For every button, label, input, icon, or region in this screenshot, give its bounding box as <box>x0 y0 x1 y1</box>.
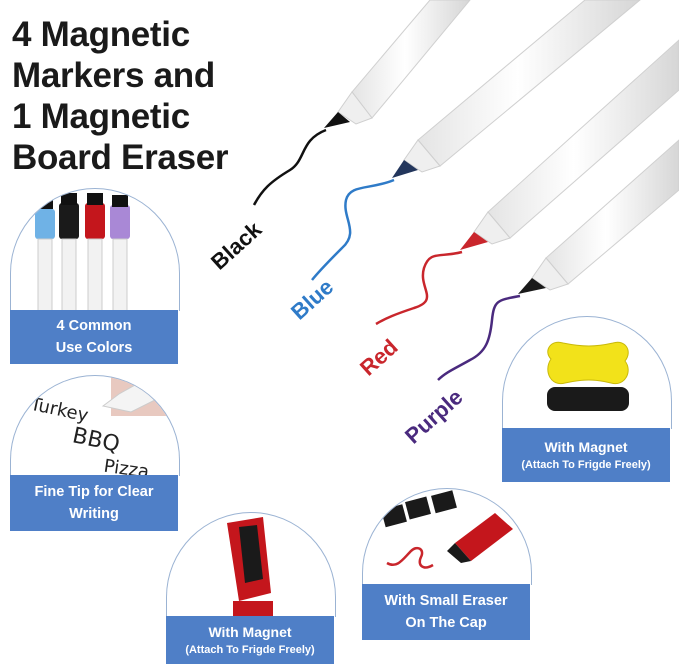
colors-caption-line-2: Use Colors <box>55 340 133 356</box>
cap-eraser-caption-line-2: On The Cap <box>405 615 487 631</box>
headline-line-1: 4 Magnetic <box>12 15 190 54</box>
magnet-marker-caption: With Magnet (Attach To Frigde Freely) <box>166 616 334 664</box>
magnetic-eraser-icon <box>547 341 629 411</box>
headline-line-4: Board Eraser <box>12 138 229 177</box>
fine-tip-caption-line-2: Writing <box>69 506 119 522</box>
eraser-caption-line-2: (Attach To Frigde Freely) <box>521 459 651 471</box>
colors-caption: 4 Common Use Colors <box>10 310 178 364</box>
eraser-caption-line-1: With Magnet <box>544 439 628 455</box>
marker-cap-magnet-icon <box>227 517 273 617</box>
blue-marker-pen <box>392 0 641 178</box>
fine-tip-caption: Fine Tip for Clear Writing <box>10 475 178 531</box>
fine-tip-caption-line-1: Fine Tip for Clear <box>34 484 154 500</box>
writing-word-3: Pizza <box>102 456 150 476</box>
magnet-marker-caption-line-1: With Magnet <box>208 624 292 640</box>
black-marker-pen <box>324 0 471 128</box>
red-marker-pen <box>460 39 679 250</box>
cap-eraser-caption-line-1: With Small Eraser <box>384 593 508 609</box>
colors-caption-line-1: 4 Common <box>56 318 132 334</box>
purple-squiggle <box>437 294 521 381</box>
cap-eraser-caption: With Small Eraser On The Cap <box>362 584 530 640</box>
eraser-caption: With Magnet (Attach To Frigde Freely) <box>502 428 670 482</box>
purple-marker-pen <box>518 139 679 294</box>
red-squiggle <box>375 250 463 326</box>
blue-squiggle <box>311 178 395 281</box>
writing-word-1: Turkey <box>27 394 90 427</box>
black-squiggle <box>252 128 327 206</box>
headline-line-3: 1 Magnetic <box>12 97 190 136</box>
magnet-marker-caption-line-2: (Attach To Frigde Freely) <box>185 644 315 656</box>
writing-word-2: BBQ <box>70 423 122 457</box>
headline-line-2: Markers and <box>12 56 215 95</box>
headline: 4 Magnetic Markers and 1 Magnetic Board … <box>12 14 272 178</box>
